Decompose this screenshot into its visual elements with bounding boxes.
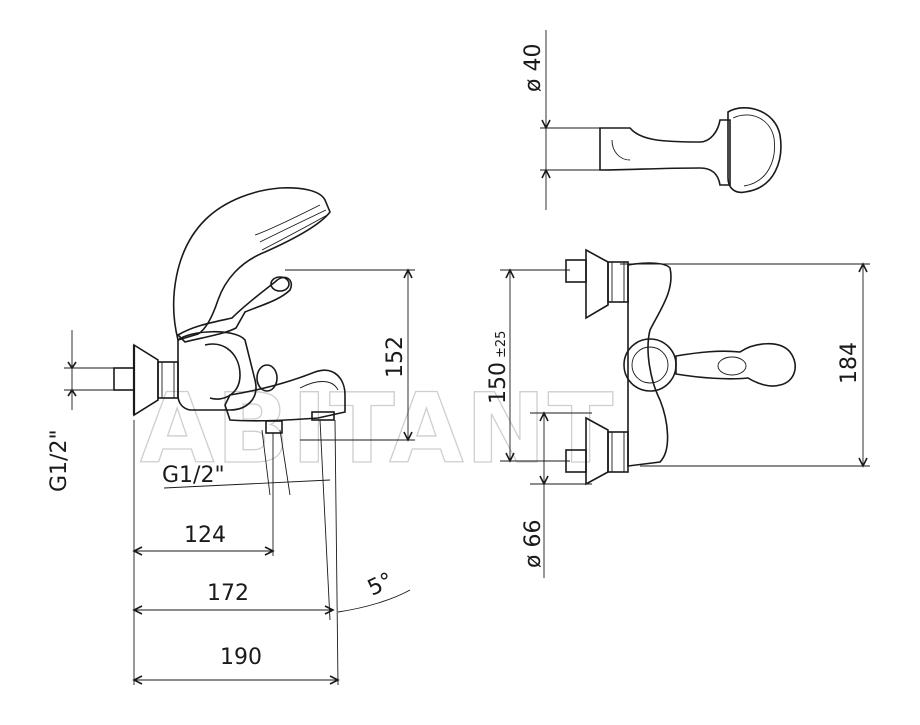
bath-outlet [311, 411, 335, 421]
watermark: ABITANT [140, 373, 615, 485]
upper-nipple [565, 259, 587, 283]
angle-arc [337, 589, 411, 613]
dim-tolerance: ±25 [494, 331, 509, 358]
dim-g-half-vertical: G1/2" [47, 429, 72, 492]
shower-handset [172, 187, 331, 342]
diverter-knob [256, 364, 278, 392]
dim-diameter-66: ø 66 [521, 520, 546, 568]
dim-diameter-40: ø 40 [521, 44, 546, 92]
holder-arm [599, 119, 731, 186]
side-view: G1/2" G1/2" 124 172 190 5° 152 [47, 187, 415, 686]
front-view: 150 ±25 ø 66 184 [486, 248, 870, 578]
dim-150: 150 [486, 362, 511, 404]
holder-rosette [727, 107, 782, 194]
lever-arm [675, 342, 796, 387]
dim-184: 184 [837, 342, 862, 384]
mixer-body [627, 262, 672, 467]
dim-190: 190 [220, 645, 262, 670]
inlet-nipple [113, 367, 135, 391]
dim-124: 124 [184, 523, 226, 548]
dim-angle: 5° [364, 568, 397, 601]
dim-152: 152 [383, 336, 408, 378]
dim-g-half-horizontal: G1/2" [162, 463, 225, 488]
valve-body [177, 330, 257, 411]
dim-172: 172 [207, 581, 249, 606]
lever-handle [176, 276, 293, 343]
top-view-holder: ø 40 [521, 30, 782, 210]
shower-outlet [265, 420, 283, 434]
